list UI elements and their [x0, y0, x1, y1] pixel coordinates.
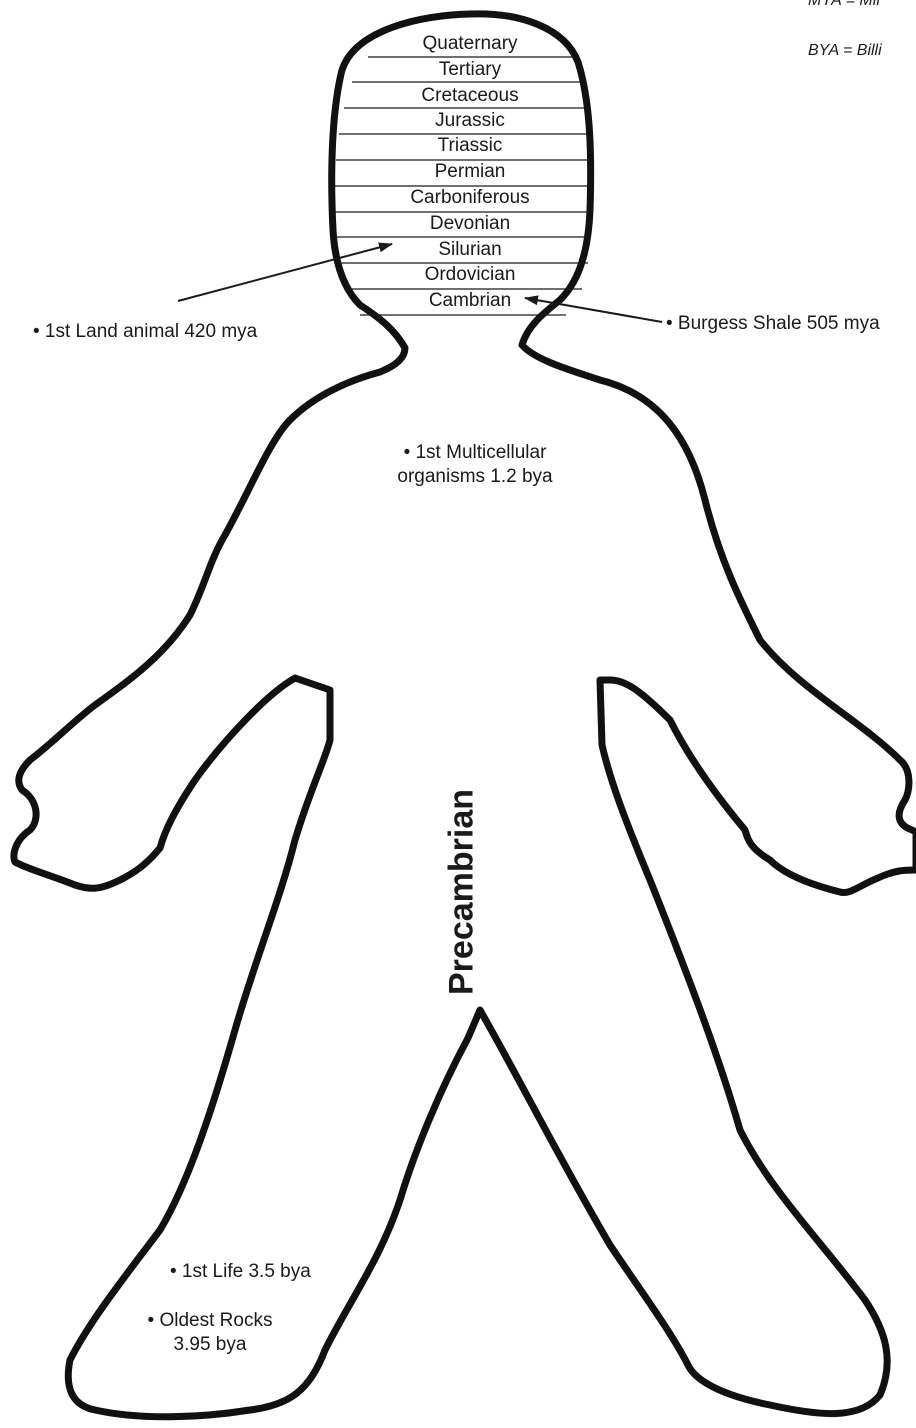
- burgess-shale-annotation: • Burgess Shale 505 mya: [666, 312, 880, 336]
- oldest-rocks-line-1: • Oldest Rocks: [130, 1309, 290, 1333]
- multicellular-annotation: • 1st Multicellular organisms 1.2 bya: [380, 441, 570, 489]
- period-cambrian: Cambrian: [360, 288, 580, 314]
- legend-bya: BYA = Billi: [808, 42, 882, 60]
- first-life-annotation: • 1st Life 3.5 bya: [170, 1260, 311, 1284]
- precambrian-label: Precambrian: [443, 789, 482, 995]
- period-ordovician: Ordovician: [360, 262, 580, 288]
- oldest-rocks-line-2: 3.95 bya: [130, 1333, 290, 1357]
- multicellular-line-2: organisms 1.2 bya: [380, 465, 570, 489]
- land-animal-annotation: • 1st Land animal 420 mya: [33, 320, 257, 344]
- period-cretaceous: Cretaceous: [360, 83, 580, 109]
- period-silurian: Silurian: [360, 237, 580, 263]
- period-devonian: Devonian: [360, 211, 580, 237]
- legend-mya: MYA = Mil: [808, 0, 880, 10]
- multicellular-line-1: • 1st Multicellular: [380, 441, 570, 465]
- period-tertiary: Tertiary: [360, 57, 580, 83]
- oldest-rocks-annotation: • Oldest Rocks 3.95 bya: [130, 1309, 290, 1357]
- period-quaternary: Quaternary: [360, 31, 580, 57]
- period-triassic: Triassic: [360, 133, 580, 159]
- period-permian: Permian: [360, 159, 580, 185]
- period-carboniferous: Carboniferous: [360, 185, 580, 211]
- period-jurassic: Jurassic: [360, 108, 580, 134]
